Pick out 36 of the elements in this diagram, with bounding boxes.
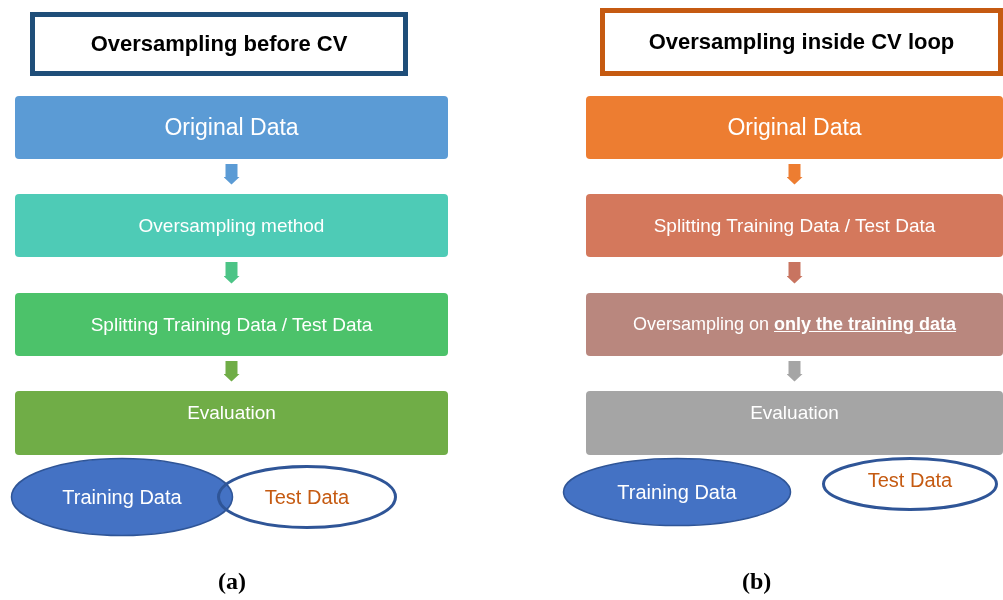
process-box xyxy=(15,194,448,257)
ellipse-label: Training Data xyxy=(617,480,737,504)
process-box xyxy=(586,391,1003,455)
data-ellipse xyxy=(10,457,234,537)
process-box xyxy=(586,293,1003,356)
ellipse-label: Training Data xyxy=(62,485,182,509)
panel-caption: (b) xyxy=(742,568,772,595)
step-label: Original Data xyxy=(164,114,299,141)
step-label: Splitting Training Data / Test Data xyxy=(90,313,373,336)
block-arrow xyxy=(786,164,803,185)
data-ellipse xyxy=(562,457,792,527)
step-label: Original Data xyxy=(727,114,862,141)
process-box xyxy=(586,96,1003,159)
ellipse-label: Test Data xyxy=(264,485,350,509)
block-arrow xyxy=(223,361,240,382)
step-label: Evaluation xyxy=(750,402,839,424)
data-ellipse-outline xyxy=(822,457,998,511)
data-ellipse-outline xyxy=(217,465,397,529)
process-box xyxy=(15,293,448,356)
block-arrow xyxy=(786,262,803,284)
step-label: Splitting Training Data / Test Data xyxy=(653,214,936,237)
title-box xyxy=(600,8,1003,76)
process-box xyxy=(586,194,1003,257)
block-arrow xyxy=(223,262,240,284)
block-arrow xyxy=(223,164,240,185)
title-text: Oversampling before CV xyxy=(90,31,348,57)
step-label: Oversampling on only the training data xyxy=(632,314,957,335)
step-label: Oversampling method xyxy=(138,214,325,237)
panel-caption: (a) xyxy=(218,568,246,595)
process-box xyxy=(15,391,448,455)
title-box xyxy=(30,12,408,76)
title-text: Oversampling inside CV loop xyxy=(648,29,955,55)
block-arrow xyxy=(786,361,803,382)
step-label: Evaluation xyxy=(187,402,276,424)
process-box xyxy=(15,96,448,159)
ellipse-label: Test Data xyxy=(867,468,953,492)
